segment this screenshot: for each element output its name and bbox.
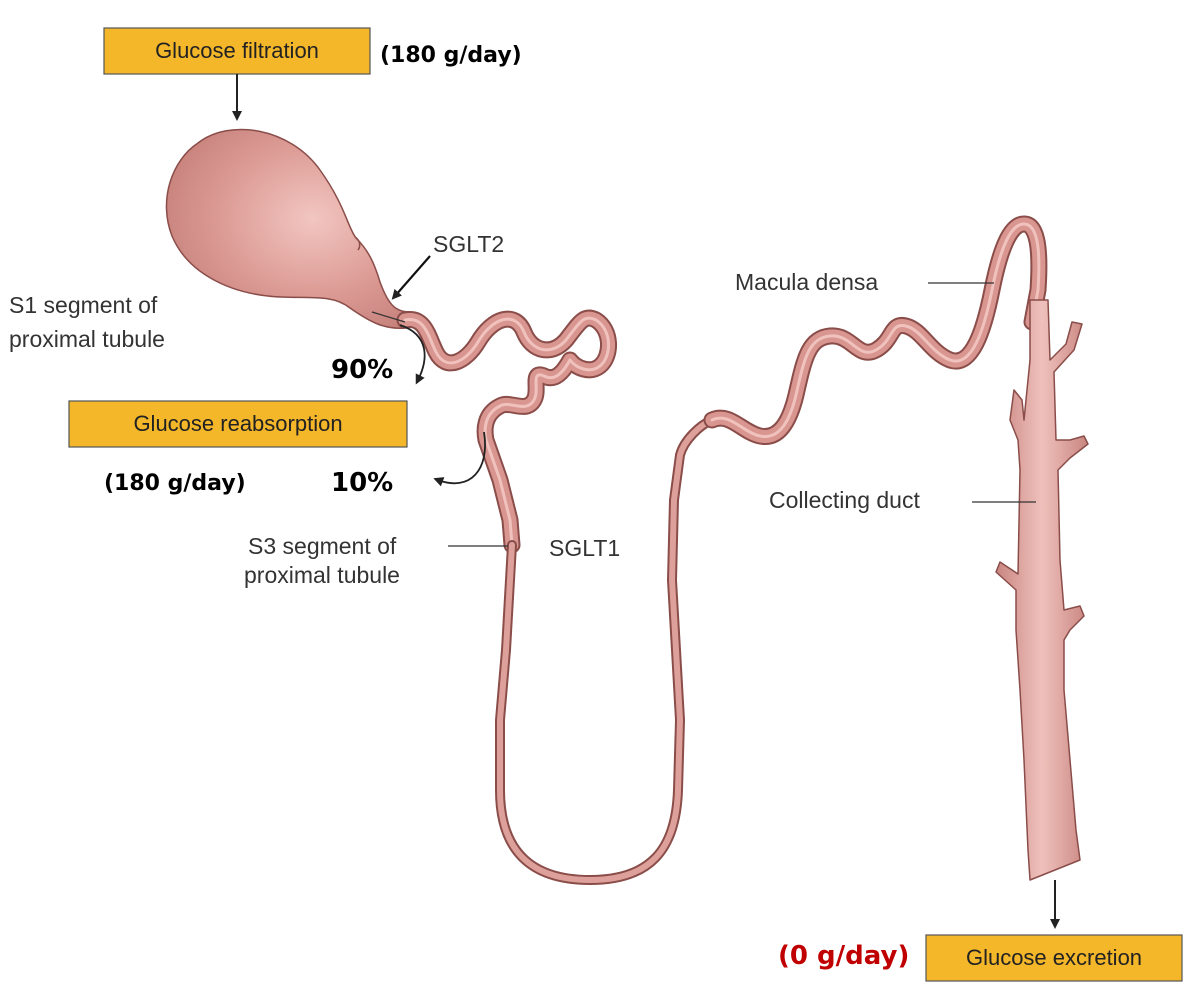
filtration-rate: (180 g/day): [380, 43, 522, 68]
glucose-filtration-label: Glucose filtration: [155, 38, 319, 63]
percent-10: 10%: [331, 468, 393, 498]
proximal-tubule: [405, 318, 609, 545]
collecting-duct: [996, 300, 1088, 880]
s3-label-line1: S3 segment of: [248, 533, 397, 559]
reabsorption-rate: (180 g/day): [104, 471, 246, 496]
collecting-duct-label: Collecting duct: [769, 487, 920, 513]
sglt1-label: SGLT1: [549, 535, 620, 561]
sglt2-label: SGLT2: [433, 231, 504, 257]
excretion-rate: (0 g/day): [778, 941, 909, 971]
renal-bulb: [166, 129, 410, 328]
s1-label-line1: S1 segment of: [9, 292, 158, 318]
s3-label-line2: proximal tubule: [244, 562, 400, 588]
glucose-reabsorption-label: Glucose reabsorption: [133, 411, 342, 436]
loop-of-henle: [500, 420, 712, 880]
s1-label-line2: proximal tubule: [9, 326, 165, 352]
macula-densa-label: Macula densa: [735, 269, 878, 295]
distal-tubule: [712, 224, 1039, 437]
percent-90: 90%: [331, 355, 393, 385]
glucose-filtration-box: Glucose filtration: [104, 28, 370, 74]
glucose-excretion-label: Glucose excretion: [966, 945, 1142, 970]
sglt2-arrow: [395, 256, 430, 296]
glucose-reabsorption-box: Glucose reabsorption: [69, 401, 407, 447]
glucose-excretion-box: Glucose excretion: [926, 935, 1182, 981]
